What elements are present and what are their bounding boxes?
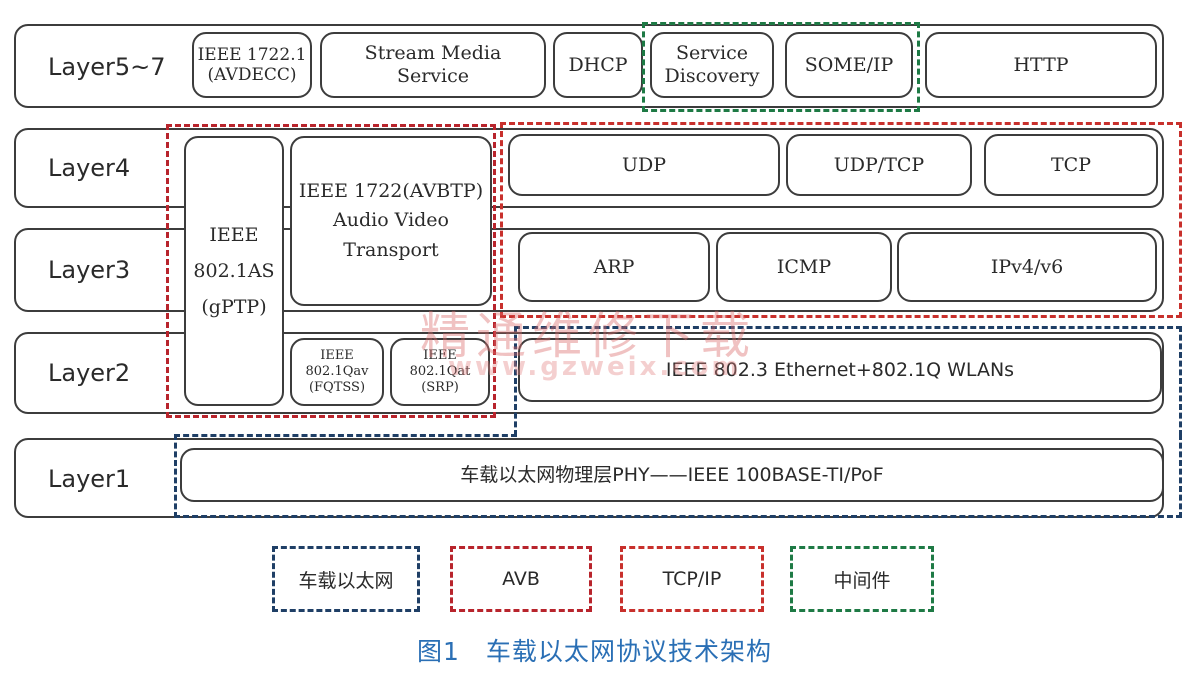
layer4-label: Layer4 — [48, 154, 131, 182]
legend-item-vehicle-ethernet: 车载以太网 — [272, 546, 420, 612]
layer3-label: Layer3 — [48, 256, 131, 284]
service-discovery-box: Service Discovery — [650, 32, 774, 98]
figure-caption: 图1 车载以太网协议技术架构 — [417, 637, 772, 666]
udp-tcp-box: UDP/TCP — [786, 134, 972, 196]
dhcp-box: DHCP — [553, 32, 643, 98]
legend-item-tcpip: TCP/IP — [620, 546, 764, 612]
ethernet-dashed-region-join — [174, 434, 517, 437]
avdecc-box: IEEE 1722.1 (AVDECC) — [192, 32, 312, 98]
gptp-box: IEEE 802.1AS (gPTP) — [184, 136, 284, 406]
layer2-label: Layer2 — [48, 359, 131, 387]
avbtp-box: IEEE 1722(AVBTP) Audio Video Transport — [290, 136, 492, 306]
udp-box: UDP — [508, 134, 780, 196]
icmp-box: ICMP — [716, 232, 892, 302]
someip-box: SOME/IP — [785, 32, 913, 98]
arp-box: ARP — [518, 232, 710, 302]
srp-box: IEEE 802.1Qat (SRP) — [390, 338, 490, 406]
ethernet-box: IEEE 802.3 Ethernet+802.1Q WLANs — [518, 338, 1162, 402]
ipv4v6-box: IPv4/v6 — [897, 232, 1157, 302]
tcp-box: TCP — [984, 134, 1158, 196]
phy-box: 车载以太网物理层PHY——IEEE 100BASE-TI/PoF — [180, 448, 1164, 502]
legend-item-avb: AVB — [450, 546, 592, 612]
layer57-label: Layer5~7 — [48, 53, 166, 81]
fqtss-box: IEEE 802.1Qav (FQTSS) — [290, 338, 384, 406]
http-box: HTTP — [925, 32, 1157, 98]
layer1-label: Layer1 — [48, 465, 131, 493]
stream-media-box: Stream Media Service — [320, 32, 546, 98]
legend-item-middleware: 中间件 — [790, 546, 934, 612]
